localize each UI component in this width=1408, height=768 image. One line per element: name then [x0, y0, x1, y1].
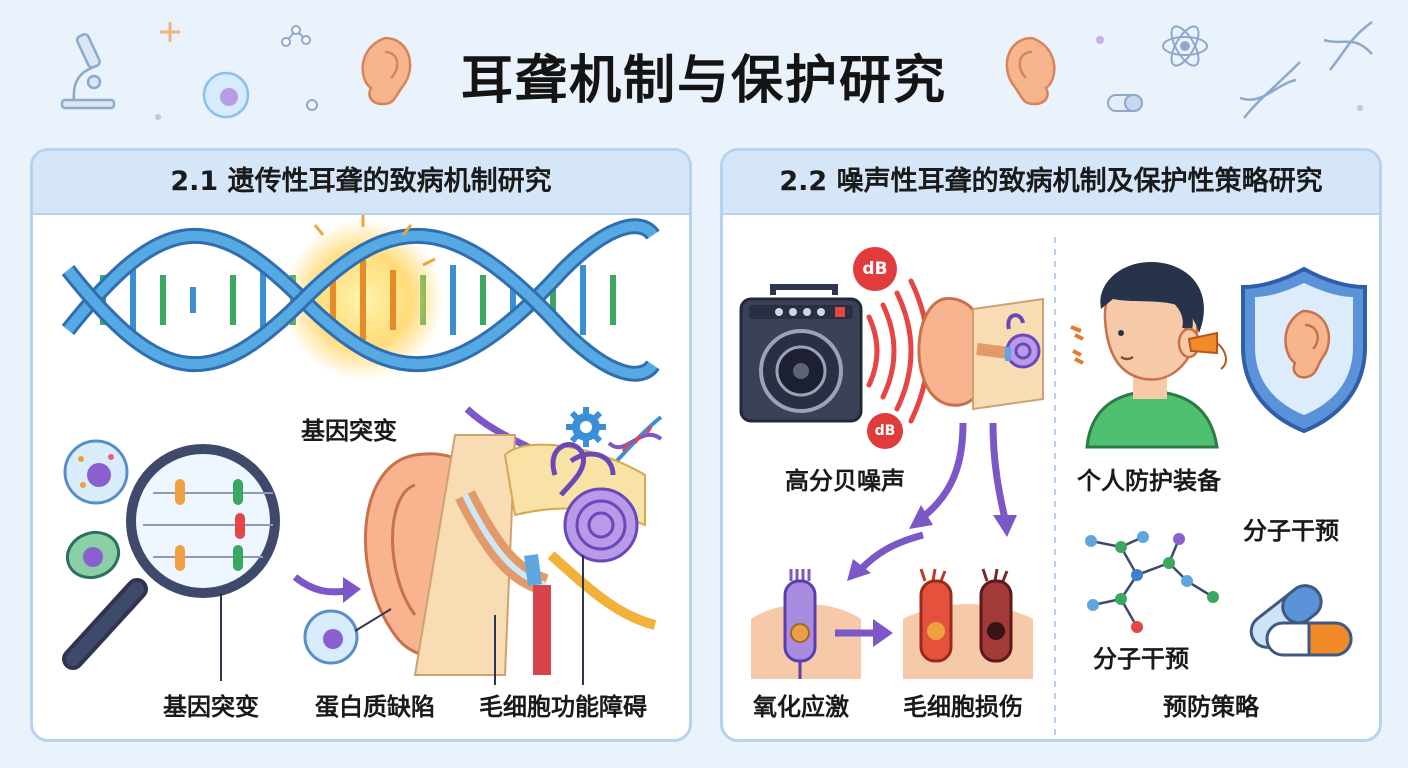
label-protein-defect: 蛋白质缺陷 — [315, 693, 435, 721]
cell-illustration-bottom — [65, 530, 121, 580]
label-personal-protection: 个人防护装备 — [1077, 467, 1221, 495]
panel-divider — [1054, 237, 1056, 737]
panel-genetic-deafness: 2.1 遗传性耳聋的致病机制研究 — [30, 148, 692, 742]
dna-small-icon-2 — [1323, 20, 1373, 71]
speaker-illustration — [739, 284, 863, 423]
magnifier-illustration — [62, 444, 280, 681]
hair-cell-healthy-illustration — [751, 569, 861, 679]
panel-noise-deafness: 2.2 噪声性耳聋的致病机制及保护性策略研究 dB dB 高分 — [720, 148, 1382, 742]
molecule-small-icon — [281, 25, 311, 47]
molecule-network-illustration — [1085, 531, 1219, 633]
ear-left-icon — [361, 36, 412, 106]
label-molecular-intervention-top: 分子干预 — [1243, 517, 1339, 545]
label-hair-cell-damage: 毛细胞损伤 — [903, 693, 1023, 721]
person-earplug-illustration — [1070, 262, 1227, 449]
dna-icon — [607, 415, 663, 471]
hair-cell-damaged-illustration — [903, 568, 1033, 679]
db-bubble-bottom: dB — [867, 413, 903, 449]
arrow-magnifier-to-ear — [292, 574, 361, 603]
arrows-noise-to-damage — [847, 422, 1017, 581]
db-bubble-top: dB — [853, 247, 897, 291]
capsule-icon — [1249, 584, 1353, 657]
label-oxidative-stress: 氧化应激 — [753, 693, 849, 721]
panel-heading-genetic: 2.1 遗传性耳聋的致病机制研究 — [33, 151, 689, 215]
arrow-stress-to-damage — [835, 619, 893, 647]
cell-illustration-top — [63, 439, 129, 505]
label-gene-mutation: 基因突变 — [163, 693, 259, 721]
ear-right-icon — [1005, 36, 1056, 106]
label-high-db-noise: 高分贝噪声 — [785, 467, 905, 495]
label-dna-mutation: 基因突变 — [301, 417, 397, 445]
page-title: 耳聋机制与保护研究 — [460, 51, 947, 111]
label-prevention-strategy: 预防策略 — [1163, 693, 1259, 721]
cell-illustration-ear — [303, 608, 392, 665]
shield-ear-icon — [1241, 266, 1367, 434]
background-decorations — [60, 20, 1373, 120]
dna-helix-illustration — [61, 215, 660, 382]
inner-ear-illustration — [363, 434, 657, 685]
gear-icon — [566, 407, 606, 447]
label-hair-cell-dysfunction: 毛细胞功能障碍 — [479, 693, 647, 721]
ear-section-illustration — [917, 297, 1044, 411]
microscope-icon — [60, 33, 116, 110]
panel-heading-noise: 2.2 噪声性耳聋的致病机制及保护性策略研究 — [723, 151, 1379, 215]
pill-icon — [1107, 94, 1143, 112]
dna-small-icon — [1239, 61, 1301, 119]
plus-icon — [160, 22, 180, 42]
label-molecular-intervention-bottom: 分子干预 — [1093, 645, 1189, 673]
cell-icon — [202, 71, 250, 119]
